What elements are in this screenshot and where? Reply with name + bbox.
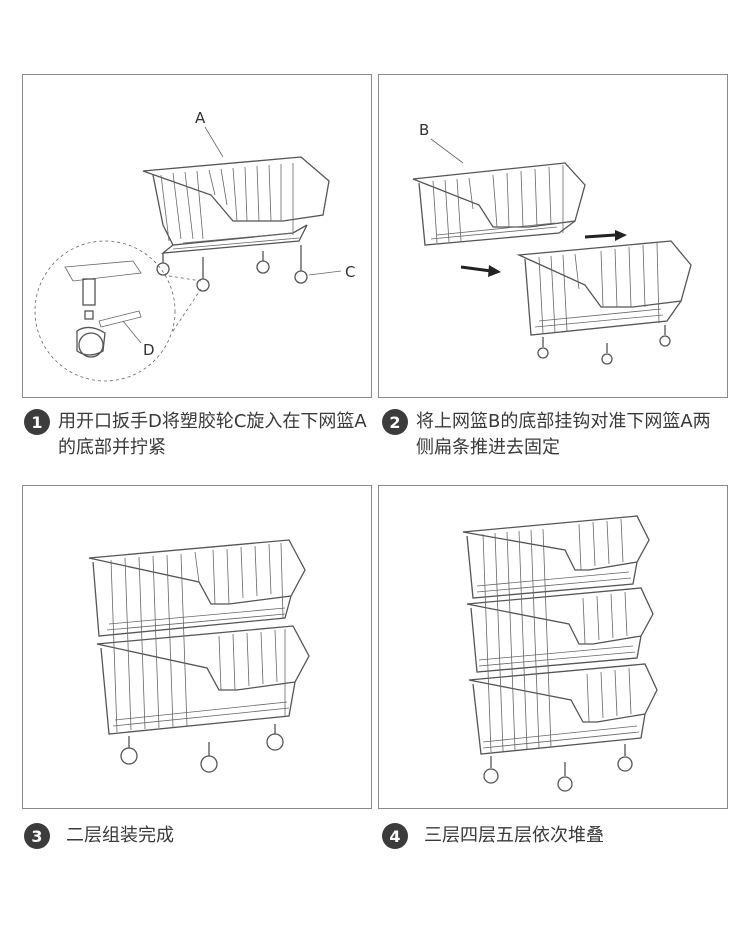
basket-b-hook-onto-basket-a-drawing: B (412, 121, 692, 365)
step-instruction-text: 用开口扳手D将塑胶轮C旋入在下网篮A的底部并拧紧 (58, 411, 367, 458)
step-4-caption: 4 三层四层五层依次堆叠 (382, 823, 728, 849)
label-b: B (419, 121, 429, 139)
step-number-badge: 4 (382, 823, 408, 849)
step-number-badge: 3 (24, 823, 50, 849)
illustration-step-4 (378, 485, 728, 809)
label-d: D (143, 341, 155, 359)
step-instruction-text: 二层组装完成 (66, 825, 174, 846)
step-number-badge: 2 (382, 409, 408, 435)
label-c: C (345, 263, 355, 281)
step-2-caption: 2 将上网篮B的底部挂钩对准下网篮A两侧扁条推进去固定 (382, 409, 728, 461)
illustration-step-1: A C D (22, 74, 372, 398)
step-instruction-text: 将上网篮B的底部挂钩对准下网篮A两侧扁条推进去固定 (416, 411, 711, 458)
step-instruction-text: 三层四层五层依次堆叠 (424, 825, 604, 846)
illustration-step-3 (22, 485, 372, 809)
three-tier-basket-drawing (462, 515, 658, 792)
illustration-step-2: B (378, 74, 728, 398)
step-1-caption: 1 用开口扳手D将塑胶轮C旋入在下网篮A的底部并拧紧 (24, 409, 370, 461)
step-number-badge: 1 (24, 409, 50, 435)
step-3-caption: 3 二层组装完成 (24, 823, 370, 849)
two-tier-basket-drawing (88, 539, 310, 773)
basket-a-with-casters-drawing: A C D (34, 109, 355, 382)
label-a: A (195, 109, 206, 127)
